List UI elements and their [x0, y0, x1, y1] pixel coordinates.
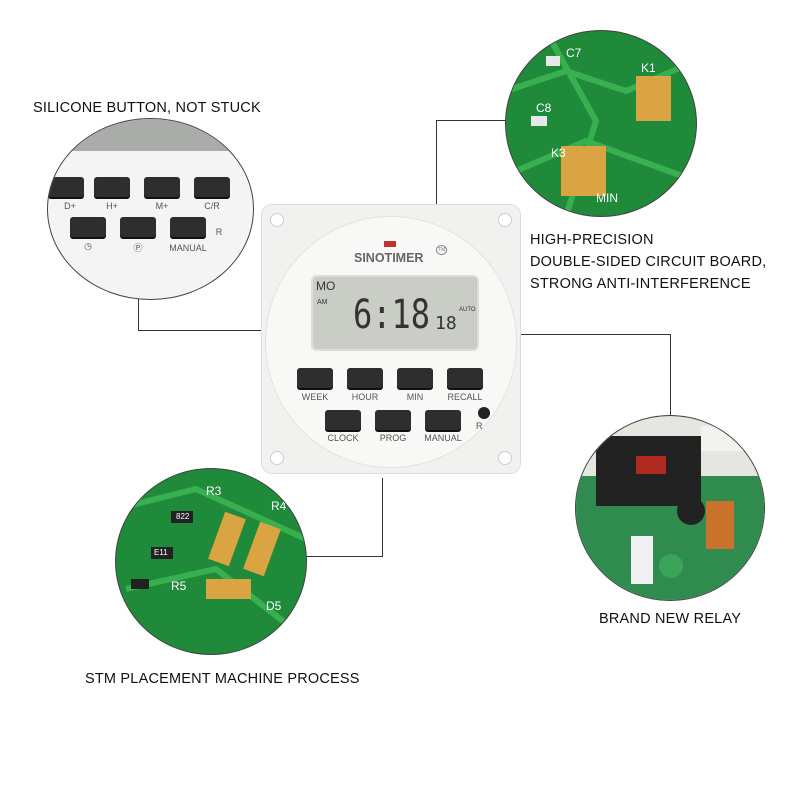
pcb-label: R5	[171, 579, 187, 593]
pcb-label: C7	[566, 46, 582, 60]
pcb-label: K1	[641, 61, 656, 75]
mount-hole	[498, 213, 512, 227]
label: MANUAL	[169, 243, 207, 253]
pcb-traces	[506, 31, 696, 216]
p-circle-icon: Ⓟ	[133, 243, 143, 253]
button-label: MIN	[406, 392, 424, 402]
mount-hole	[270, 451, 284, 465]
tm-mark: TM	[436, 245, 448, 255]
caption-relay: BRAND NEW RELAY	[599, 611, 742, 627]
mount-hole	[270, 213, 284, 227]
lcd-seconds: 18	[435, 313, 457, 334]
clock-icon: ◷	[84, 241, 92, 251]
label: D+	[64, 201, 76, 211]
button-label: RECALL	[447, 392, 483, 402]
connector-line	[302, 556, 383, 557]
pcb-label: 822	[176, 512, 190, 521]
label: M+	[155, 201, 169, 211]
zoom-smt-board: R3 R5 D5 R4 822 E11	[115, 468, 307, 655]
smt-components	[116, 485, 306, 642]
zoom-circuit-board: C7 K1 C8 K3 MIN	[505, 30, 697, 217]
connector-line	[520, 334, 670, 335]
button-h-plus	[94, 177, 130, 197]
button-label: CLOCK	[327, 433, 359, 443]
label: H+	[106, 201, 118, 211]
zoom-silicone-buttons: D+ H+ M+ C/R ◷ Ⓟ MANUAL R	[47, 118, 254, 300]
led-indicator	[384, 241, 396, 247]
lcd-fragment	[48, 119, 253, 151]
lcd-day: MO	[316, 279, 336, 293]
min-button[interactable]	[397, 368, 433, 388]
button-label: HOUR	[351, 392, 379, 402]
connector-line	[436, 120, 506, 121]
caption-stm: STM PLACEMENT MACHINE PROCESS	[85, 671, 360, 687]
pcb-label: R3	[206, 484, 222, 498]
label: C/R	[204, 201, 220, 211]
caption-line: HIGH-PRECISION	[530, 232, 654, 248]
brand-logo: SINOTIMER	[354, 251, 424, 265]
recall-button[interactable]	[447, 368, 483, 388]
label: R	[215, 227, 223, 237]
pcb-label: K3	[551, 146, 566, 160]
hour-button[interactable]	[347, 368, 383, 388]
reset-label: R	[476, 421, 483, 431]
timer-device: SINOTIMER TM MO AM 6:18 18 AUTO WEEK HOU…	[262, 205, 520, 473]
reset-button[interactable]	[478, 407, 490, 419]
button-prog	[120, 217, 156, 237]
caption-silicone-button: SILICONE BUTTON, NOT STUCK	[33, 100, 261, 116]
lcd-time: 6:18	[353, 292, 431, 338]
pcb-label: D5	[266, 599, 282, 613]
connector-line	[382, 478, 383, 556]
zoom-relay	[575, 415, 765, 601]
button-label: MANUAL	[424, 433, 462, 443]
pcb-label: MIN	[596, 191, 618, 205]
button-d-plus	[48, 177, 84, 197]
pcb-label: R4	[271, 499, 287, 513]
connector-line	[138, 330, 266, 331]
lcd-mode: AUTO	[459, 307, 476, 313]
button-clock	[70, 217, 106, 237]
button-m-plus	[144, 177, 180, 197]
button-label: PROG	[379, 433, 407, 443]
mount-hole	[498, 451, 512, 465]
button-c-r	[194, 177, 230, 197]
lcd-ampm: AM	[317, 299, 328, 306]
week-button[interactable]	[297, 368, 333, 388]
connector-line	[436, 120, 437, 210]
relay-illustration	[576, 426, 764, 600]
prog-button[interactable]	[375, 410, 411, 430]
lcd-display: MO AM 6:18 18 AUTO	[311, 275, 479, 351]
connector-line	[138, 290, 139, 331]
caption-line: DOUBLE-SIDED CIRCUIT BOARD,	[530, 254, 767, 270]
manual-button[interactable]	[425, 410, 461, 430]
clock-button[interactable]	[325, 410, 361, 430]
caption-circuit-board: HIGH-PRECISION DOUBLE-SIDED CIRCUIT BOAR…	[530, 229, 766, 295]
pcb-label: C8	[536, 101, 552, 115]
pcb-label: E11	[154, 548, 168, 557]
connector-line	[670, 334, 671, 416]
button-manual	[170, 217, 206, 237]
caption-line: STRONG ANTI-INTERFERENCE	[530, 276, 751, 292]
button-label: WEEK	[301, 392, 329, 402]
